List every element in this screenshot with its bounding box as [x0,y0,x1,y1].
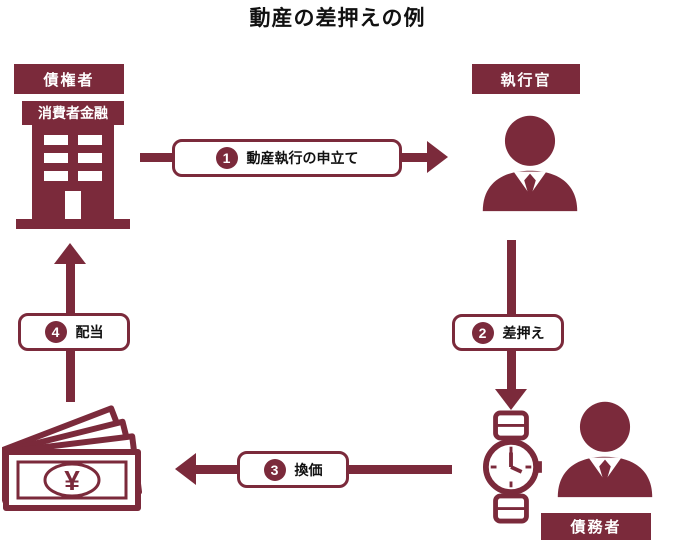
building-sign-text: 消費者金融 [38,105,108,121]
step1-box: 1 動産執行の申立て [172,139,402,177]
step2-label: 差押え [502,324,545,341]
arrow-step2-head [495,389,527,410]
step3-box: 3 換価 [237,451,349,488]
watch-icon [479,410,543,524]
step1-label: 動産執行の申立て [246,150,359,166]
step1-number: 1 [215,147,238,169]
step2-box: 2 差押え [452,314,564,351]
step4-number: 4 [44,321,67,343]
step3-number: 3 [263,458,286,481]
step2-number: 2 [471,321,494,344]
creditor-label: 債権者 [14,64,124,94]
diagram-title: 動産の差押えの例 [249,7,426,30]
debtor-person-icon [552,390,658,508]
arrow-step3-head [175,453,196,485]
arrow-step1-head [427,141,448,173]
officer-person-icon [477,98,583,228]
step4-label: 配当 [75,324,104,340]
debtor-label: 債務者 [541,513,651,540]
step4-box: 4 配当 [18,313,130,351]
yen-symbol: ¥ [64,465,80,496]
building-icon: 消費者金融 [16,101,130,229]
officer-label: 執行官 [472,64,580,94]
money-bills-icon: ¥ [2,404,167,516]
step3-label: 換価 [294,461,323,478]
arrow-step4-head [54,243,86,264]
